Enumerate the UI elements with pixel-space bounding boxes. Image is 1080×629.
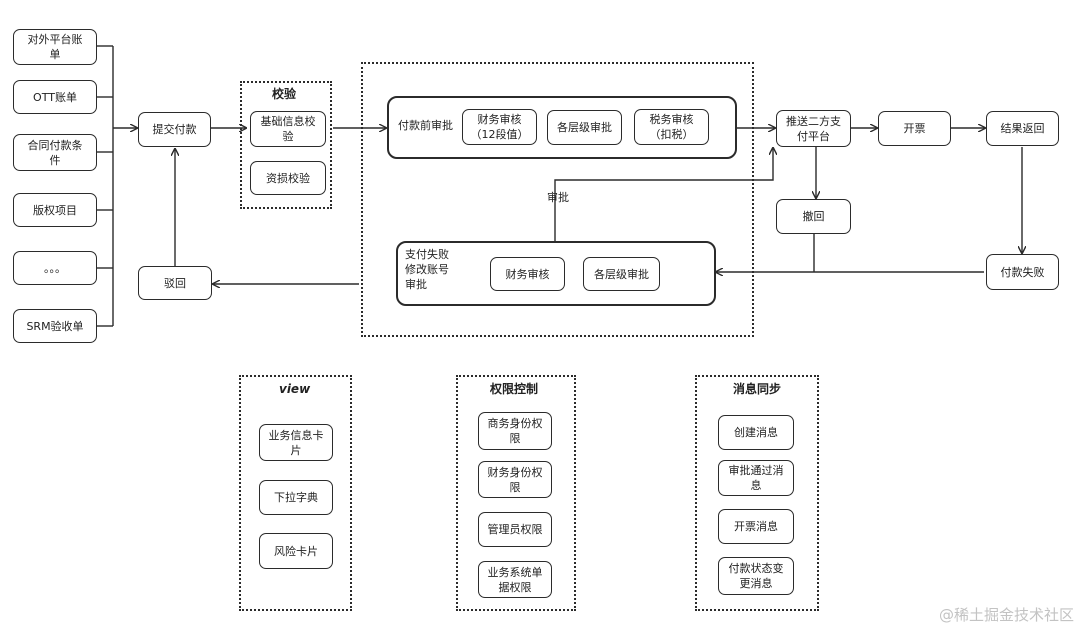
message-sync-group — [695, 375, 819, 611]
view-business-info-card[interactable]: 业务信息卡 片 — [259, 424, 333, 461]
source-more[interactable]: 。。。 — [13, 251, 97, 285]
message-sync-title: 消息同步 — [733, 382, 782, 396]
message-create[interactable]: 创建消息 — [718, 415, 794, 450]
submit-payment-node[interactable]: 提交付款 — [138, 112, 211, 147]
validation-title: 校验 — [272, 87, 297, 101]
view-group — [239, 375, 352, 611]
failure-levels-review-node[interactable]: 各层级审批 — [583, 257, 660, 291]
source-srm-acceptance[interactable]: SRM验收单 — [13, 309, 97, 343]
pre-payment-approval-label: 付款前审批 — [398, 119, 453, 132]
payment-failed-node[interactable]: 付款失败 — [986, 254, 1059, 290]
basic-info-check-node[interactable]: 基础信息校 验 — [250, 111, 326, 147]
finance-review-node[interactable]: 财务审核 （12段值） — [462, 109, 537, 145]
view-dropdown-dictionary[interactable]: 下拉字典 — [259, 480, 333, 515]
watermark: @稀土掘金技术社区 — [938, 606, 1074, 624]
permission-group — [456, 375, 576, 611]
approval-region — [361, 62, 754, 337]
permission-admin[interactable]: 管理员权限 — [478, 512, 552, 547]
source-copyright-project[interactable]: 版权项目 — [13, 193, 97, 227]
source-external-platform-bill[interactable]: 对外平台账 单 — [13, 29, 97, 65]
view-risk-card[interactable]: 风险卡片 — [259, 533, 333, 569]
view-title: view — [279, 382, 311, 396]
result-return-node[interactable]: 结果返回 — [986, 111, 1059, 146]
source-contract-payment-terms[interactable]: 合同付款条 件 — [13, 134, 97, 171]
source-ott-bill[interactable]: OTT账单 — [13, 80, 97, 114]
withdraw-node[interactable]: 撤回 — [776, 199, 851, 234]
permission-finance-identity[interactable]: 财务身份权 限 — [478, 461, 552, 498]
tax-review-node[interactable]: 税务审核 （扣税） — [634, 109, 709, 145]
asset-loss-check-node[interactable]: 资损校验 — [250, 161, 326, 195]
push-third-party-node[interactable]: 推送二方支 付平台 — [776, 110, 851, 147]
message-invoice[interactable]: 开票消息 — [718, 509, 794, 544]
validation-group — [240, 81, 332, 209]
failure-finance-review-node[interactable]: 财务审核 — [490, 257, 565, 291]
permission-business-identity[interactable]: 商务身份权 限 — [478, 412, 552, 450]
permission-business-system-docs[interactable]: 业务系统单 据权限 — [478, 561, 552, 598]
levels-review-node[interactable]: 各层级审批 — [547, 110, 622, 145]
failure-approval-label: 支付失败 修改账号 审批 — [405, 248, 449, 291]
message-payment-status-change[interactable]: 付款状态变 更消息 — [718, 557, 794, 595]
permission-title: 权限控制 — [490, 382, 539, 396]
invoice-node[interactable]: 开票 — [878, 111, 951, 146]
reject-node[interactable]: 驳回 — [138, 266, 212, 300]
approval-label: 审批 — [547, 191, 569, 204]
message-approval-passed[interactable]: 审批通过消 息 — [718, 460, 794, 496]
